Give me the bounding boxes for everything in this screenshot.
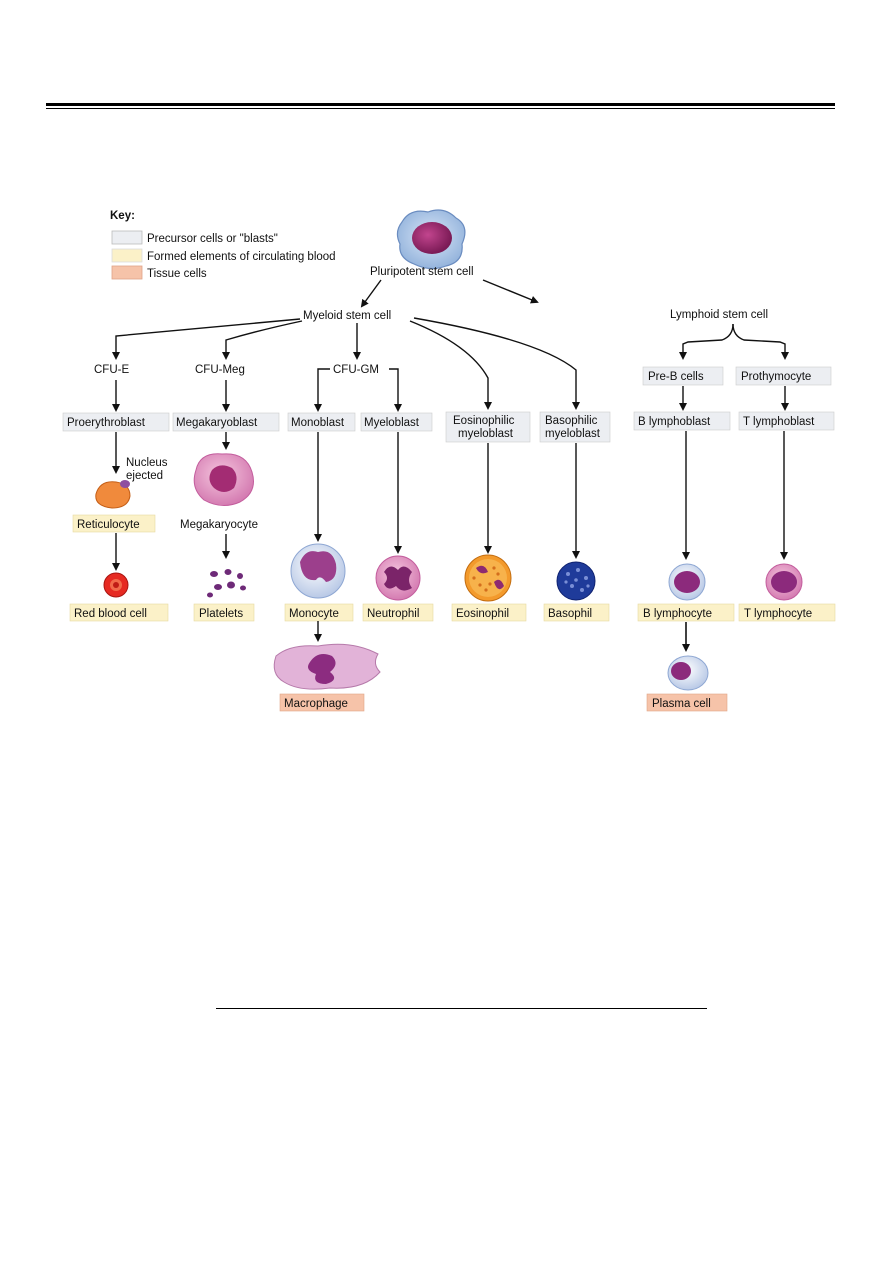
neutrophil-image bbox=[375, 555, 421, 601]
box-t-lymphoblast bbox=[738, 411, 835, 431]
key-swatch-precursor bbox=[111, 230, 143, 245]
pluripotent-stem-cell-image bbox=[396, 209, 466, 270]
label-lymphoid-stem-cell: Lymphoid stem cell bbox=[670, 309, 768, 321]
megakaryocyte-image bbox=[193, 453, 254, 506]
label-basophilic-myeloblast-line2: myeloblast bbox=[545, 428, 601, 440]
label-proerythroblast: Proerythroblast bbox=[67, 417, 146, 429]
label-red-blood-cell: Red blood cell bbox=[74, 608, 147, 620]
arrow-to-cfu-e bbox=[112, 318, 301, 360]
label-neutrophil: Neutrophil bbox=[367, 608, 419, 620]
red-blood-cell-image bbox=[103, 572, 129, 598]
top-double-rule bbox=[46, 103, 835, 106]
b-lymphocyte-image bbox=[668, 563, 706, 601]
arrow-to-prothymocyte bbox=[732, 323, 789, 360]
arrow-to-myeloid bbox=[360, 279, 382, 308]
label-prothymocyte: Prothymocyte bbox=[741, 371, 811, 383]
box-platelets bbox=[193, 603, 255, 622]
box-plasma-cell bbox=[646, 693, 728, 712]
label-megakaryocyte: Megakaryocyte bbox=[180, 519, 258, 531]
box-myeloblast bbox=[360, 412, 433, 432]
label-nucleus-ejected-line1: Nucleus bbox=[126, 457, 168, 469]
box-pre-b-cells bbox=[642, 366, 724, 386]
box-reticulocyte bbox=[72, 514, 156, 533]
label-cfu-meg: CFU-Meg bbox=[195, 364, 245, 376]
monocyte-image bbox=[290, 543, 346, 599]
arrow-to-lymphoid bbox=[482, 279, 539, 304]
label-plasma-cell: Plasma cell bbox=[652, 698, 711, 710]
label-eosinophilic-myeloblast-line2: myeloblast bbox=[458, 428, 514, 440]
plasma-cell-image bbox=[667, 655, 709, 691]
key-label-formed-elements: Formed elements of circulating blood bbox=[147, 251, 336, 263]
box-t-lymphocyte bbox=[738, 603, 836, 622]
bottom-rule bbox=[216, 1008, 707, 1009]
box-neutrophil bbox=[362, 603, 434, 622]
arrow-to-myeloblast bbox=[389, 368, 402, 412]
box-megakaryoblast bbox=[172, 412, 280, 432]
arrow-to-monoblast bbox=[314, 368, 330, 412]
label-basophilic-myeloblast-line1: Basophilic bbox=[545, 415, 598, 427]
label-cfu-gm: CFU-GM bbox=[333, 364, 379, 376]
arrow-to-cfu-meg bbox=[222, 320, 303, 360]
label-t-lymphoblast: T lymphoblast bbox=[743, 416, 815, 428]
box-monocyte bbox=[284, 603, 354, 622]
macrophage-image bbox=[273, 643, 381, 690]
box-basophil bbox=[543, 603, 610, 622]
label-cfu-e: CFU-E bbox=[94, 364, 129, 376]
label-b-lymphoblast: B lymphoblast bbox=[638, 416, 711, 428]
top-double-rule-thin bbox=[46, 108, 835, 109]
label-megakaryoblast: Megakaryoblast bbox=[176, 417, 258, 429]
box-prothymocyte bbox=[735, 366, 832, 386]
platelets-image bbox=[207, 569, 246, 598]
label-myeloid-stem-cell: Myeloid stem cell bbox=[303, 310, 391, 322]
key-label-tissue: Tissue cells bbox=[147, 268, 207, 280]
key-swatch-formed-elements bbox=[111, 248, 143, 263]
key-swatch-tissue bbox=[111, 265, 143, 280]
reticulocyte-image bbox=[95, 480, 131, 509]
box-basophilic-myeloblast bbox=[539, 411, 611, 443]
eosinophil-image bbox=[464, 554, 512, 602]
arrow-to-eosinophilic-myeloblast bbox=[409, 320, 492, 410]
box-monoblast bbox=[287, 412, 356, 432]
arrow-to-basophilic-myeloblast bbox=[413, 317, 580, 410]
box-b-lymphocyte bbox=[637, 603, 735, 622]
box-eosinophil bbox=[451, 603, 527, 622]
t-lymphocyte-image bbox=[765, 563, 803, 601]
label-monocyte: Monocyte bbox=[289, 608, 339, 620]
label-platelets: Platelets bbox=[199, 608, 243, 620]
box-b-lymphoblast bbox=[633, 411, 731, 431]
label-monoblast: Monoblast bbox=[291, 417, 345, 429]
basophil-image bbox=[556, 561, 596, 601]
label-b-lymphocyte: B lymphocyte bbox=[643, 608, 712, 620]
label-eosinophil: Eosinophil bbox=[456, 608, 509, 620]
label-pre-b-cells: Pre-B cells bbox=[648, 371, 704, 383]
key-label-precursor: Precursor cells or "blasts" bbox=[147, 233, 278, 245]
label-t-lymphocyte: T lymphocyte bbox=[744, 608, 812, 620]
label-nucleus-ejected-line2: ejected bbox=[126, 470, 163, 482]
box-macrophage bbox=[279, 693, 365, 712]
arrow-to-pre-b-cells bbox=[679, 323, 734, 360]
box-red-blood-cell bbox=[69, 603, 169, 622]
key-title: Key: bbox=[110, 210, 135, 222]
label-myeloblast: Myeloblast bbox=[364, 417, 420, 429]
label-macrophage: Macrophage bbox=[284, 698, 348, 710]
label-reticulocyte: Reticulocyte bbox=[77, 519, 140, 531]
box-proerythroblast bbox=[62, 412, 170, 432]
label-pluripotent-stem-cell: Pluripotent stem cell bbox=[370, 266, 474, 278]
label-eosinophilic-myeloblast-line1: Eosinophilic bbox=[453, 415, 515, 427]
box-eosinophilic-myeloblast bbox=[445, 411, 531, 443]
label-basophil: Basophil bbox=[548, 608, 592, 620]
